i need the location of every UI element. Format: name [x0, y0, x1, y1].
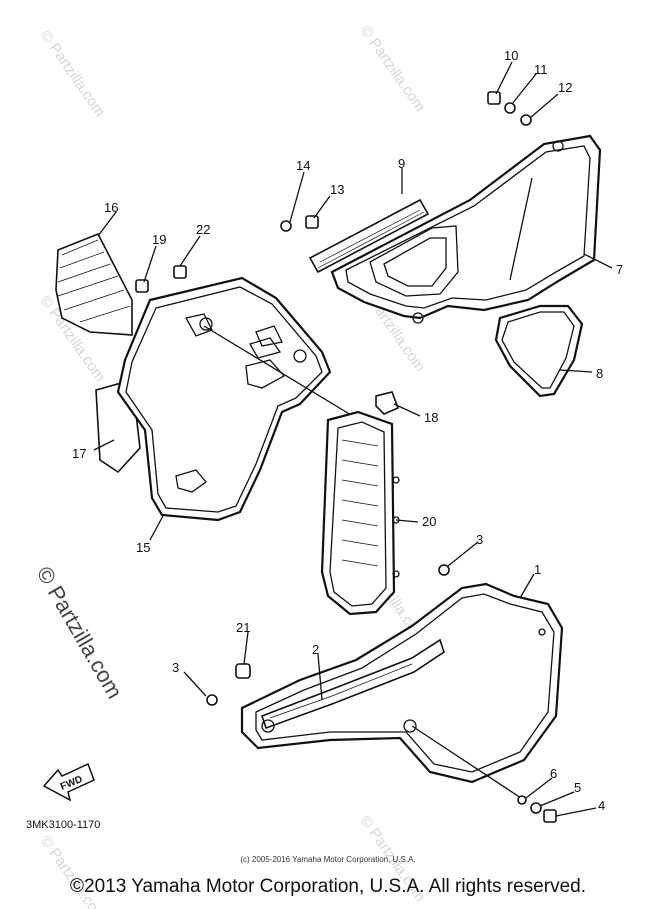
callout-12: 12 [558, 80, 572, 95]
part-19-bolt [135, 279, 149, 293]
part-9-seal [308, 198, 430, 274]
callout-4: 4 [598, 798, 605, 813]
watermark-2: © Partzilla.com [357, 23, 429, 116]
callout-7: 7 [616, 262, 623, 277]
leader-lines [93, 61, 613, 817]
part-12-washer [520, 114, 532, 126]
part-21-grommet [235, 663, 251, 679]
callout-1: 1 [534, 562, 541, 577]
part-16-decal [55, 232, 133, 336]
callout-labels: 1 2 3 3 4 5 6 7 8 9 10 11 12 13 14 15 16… [72, 48, 623, 813]
callout-21: 21 [236, 620, 250, 635]
callout-6: 6 [550, 766, 557, 781]
callout-13: 13 [330, 182, 344, 197]
callout-3b: 3 [172, 660, 179, 675]
small-copyright-line: (c) 2005-2016 Yamaha Motor Corporation, … [240, 855, 416, 864]
part-3-screw-a [438, 564, 450, 576]
part-6-washer [517, 795, 527, 805]
part-7-opening [369, 225, 459, 297]
callout-15: 15 [136, 540, 150, 555]
callout-18: 18 [424, 410, 438, 425]
callout-3a: 3 [476, 532, 483, 547]
callout-8: 8 [596, 366, 603, 381]
part-3-screw-b [206, 694, 218, 706]
footer-copyright: ©2013 Yamaha Motor Corporation, U.S.A. A… [70, 876, 586, 897]
callout-14: 14 [296, 158, 310, 173]
part-2-decal-strip [260, 638, 445, 730]
diagram-code: 3MK3100-1170 [26, 819, 100, 831]
callout-9: 9 [398, 156, 405, 171]
part-16-shading [57, 239, 131, 323]
fwd-arrow-icon: FWD [42, 762, 95, 802]
part-5-collar [530, 802, 542, 814]
watermark-1: © Partzilla.com [37, 28, 109, 121]
part-22-bolt [173, 265, 187, 279]
callout-2: 2 [312, 642, 319, 657]
part-13-bolt [305, 215, 319, 229]
callout-11: 11 [534, 62, 548, 77]
callout-16: 16 [104, 200, 118, 215]
callout-5: 5 [574, 780, 581, 795]
partzilla-watermark: © Partzilla.com [32, 562, 128, 703]
callout-20: 20 [422, 514, 436, 529]
callout-22: 22 [196, 222, 210, 237]
part-11-collar [504, 102, 516, 114]
part-15-details [175, 313, 357, 493]
part-14-bolt [280, 220, 292, 232]
part-10-bolt [487, 91, 501, 105]
callout-19: 19 [152, 232, 166, 247]
part-20-shading [341, 439, 379, 567]
part-8-gasket [494, 304, 584, 398]
callout-10: 10 [504, 48, 518, 63]
part-15-side-cover [116, 276, 332, 522]
part-4-bolt [543, 809, 557, 823]
part-18-grommet [375, 391, 400, 415]
callout-17: 17 [72, 446, 86, 461]
part-20-air-box [320, 410, 396, 616]
